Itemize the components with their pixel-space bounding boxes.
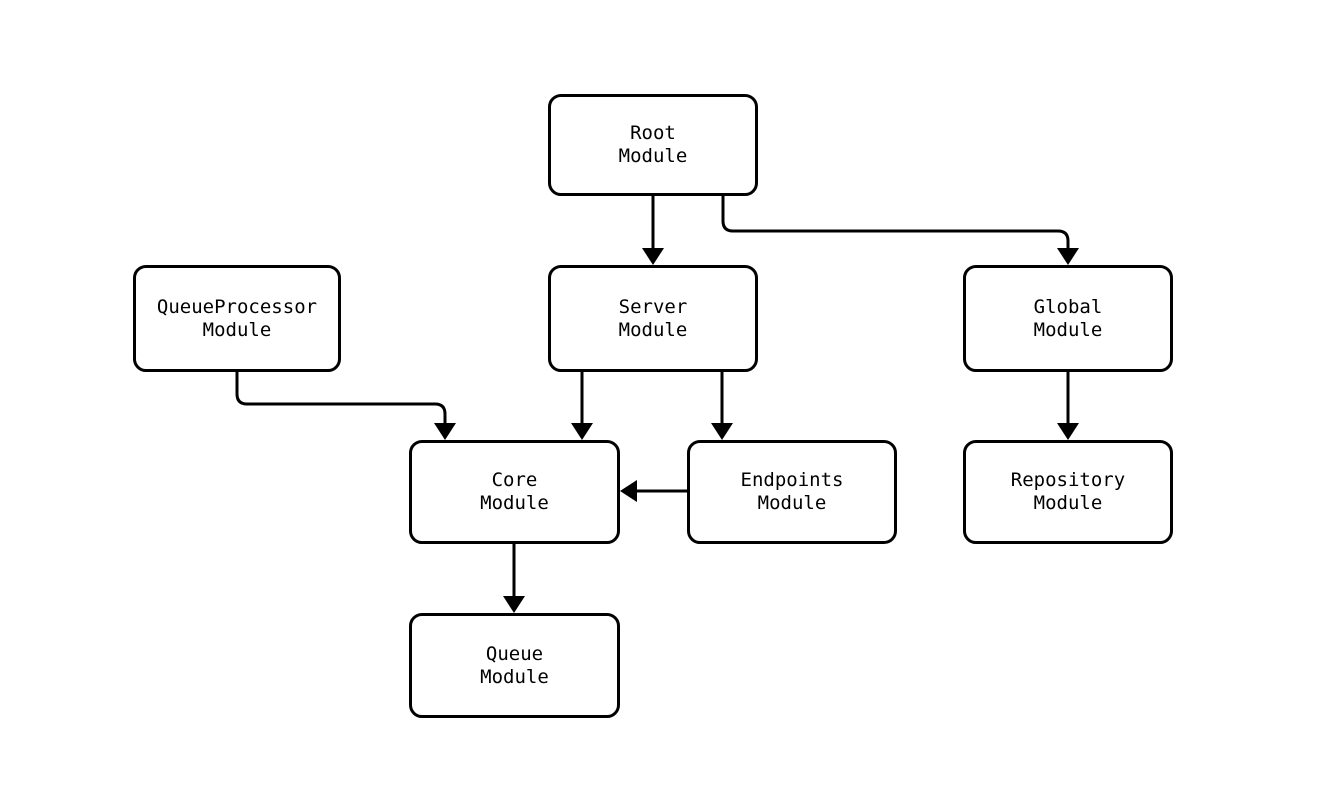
edge-root-to-global	[721, 196, 1079, 265]
edge-core-to-queue-arrowhead-icon	[503, 596, 525, 613]
edge-global-to-repository-arrowhead-icon	[1057, 423, 1079, 440]
edge-root-to-server	[642, 196, 664, 265]
edge-server-to-endpoints	[711, 372, 733, 440]
server-module-label-line2: Module	[618, 318, 688, 341]
core-module-label-line2: Module	[480, 492, 549, 514]
core-module-label-line1: Core	[491, 469, 538, 491]
queue-module-label-line1: Queue	[485, 642, 544, 665]
edge-queueprocessor-to-core-line	[235, 372, 447, 430]
global-module-label-line2: Module	[1033, 318, 1103, 341]
root-module-label-line2: Module	[618, 145, 688, 167]
edge-global-to-repository	[1057, 372, 1079, 440]
edge-server-to-endpoints-arrowhead-icon	[711, 423, 733, 440]
edge-root-to-global-arrowhead-icon	[1057, 248, 1079, 265]
repository-module-label-line2: Module	[1033, 492, 1103, 514]
edge-server-to-core-arrowhead-icon	[571, 423, 593, 440]
endpoints-module-label-line1: Endpoints	[740, 469, 844, 491]
queueprocessor-module-label-line2: Module	[202, 318, 272, 341]
repository-module-label-line1: Repository	[1010, 469, 1126, 491]
queue-module-label-line2: Module	[480, 665, 549, 688]
edge-server-to-core	[571, 372, 593, 440]
edge-endpoints-to-core	[620, 480, 687, 502]
edge-queueprocessor-to-core	[235, 372, 456, 440]
endpoints-module-label-line2: Module	[757, 492, 827, 514]
queueprocessor-module-label-line1: QueueProcessor	[156, 295, 318, 318]
edge-queueprocessor-to-core-arrowhead-icon	[434, 423, 456, 440]
edge-root-to-server-arrowhead-icon	[642, 248, 664, 265]
edge-core-to-queue	[503, 544, 525, 613]
edge-root-to-global-line	[721, 196, 1070, 255]
server-module-label-line1: Server	[618, 295, 688, 318]
edge-endpoints-to-core-arrowhead-icon	[620, 480, 637, 502]
root-module-label-line1: Root	[630, 122, 676, 144]
global-module-label-line1: Global	[1033, 295, 1103, 318]
